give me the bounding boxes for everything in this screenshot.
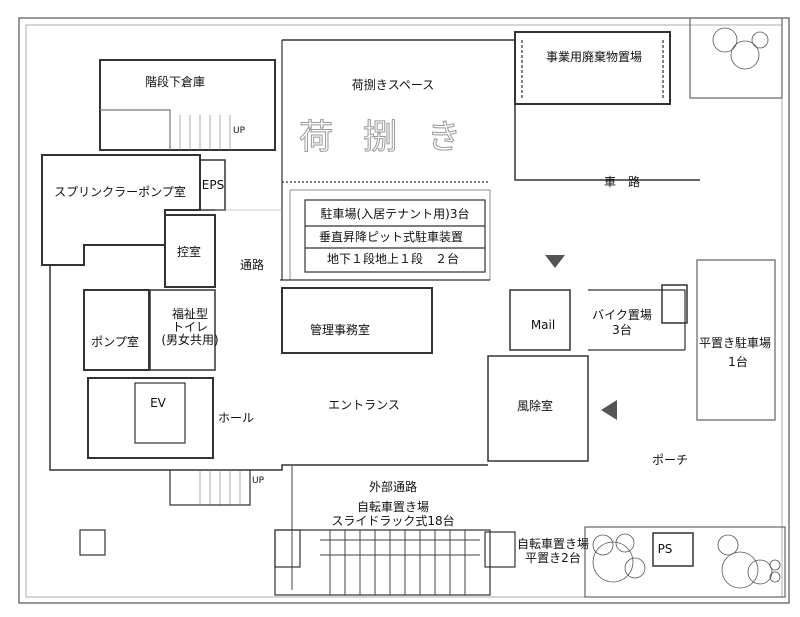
- loading-space-label: 荷捌きスペース: [351, 78, 435, 92]
- toilet-line3: (男女共用): [161, 333, 219, 347]
- waste-storage-label: 事業用廃棄物置場: [545, 50, 643, 64]
- hall-label: ホール: [217, 411, 255, 425]
- up-lower-label: UP: [251, 476, 265, 486]
- toilet-line2: トイレ: [171, 320, 209, 334]
- waiting-room-label: 控室: [176, 245, 202, 259]
- flat-parking-line1: 平置き駐車場: [698, 336, 772, 350]
- ps-label: PS: [657, 542, 673, 556]
- eps-label: EPS: [201, 178, 225, 192]
- toilet-line1: 福祉型: [171, 307, 209, 321]
- mail-label: Mail: [530, 318, 556, 332]
- entrance-label: エントランス: [328, 398, 400, 412]
- bicycle-rack-line2: スライドラック式18台: [331, 514, 455, 528]
- porch-label: ポーチ: [651, 453, 689, 467]
- bicycle-rack-line1: 自転車置き場: [356, 500, 430, 514]
- flat-parking-line2: 1台: [728, 355, 748, 369]
- stair-storage-label: 階段下倉庫: [144, 75, 206, 89]
- management-office-label: 管理事務室: [309, 323, 371, 337]
- pump-room-label: ポンプ室: [91, 335, 139, 349]
- parking-line2: 垂直昇降ピット式駐車装置: [318, 230, 464, 244]
- parking-line1: 駐車場(入居テナント用)3台: [320, 207, 470, 221]
- bike-storage-line2: 3台: [612, 323, 632, 337]
- driveway-label: 車路: [603, 175, 653, 189]
- windbreak-room-label: 風除室: [516, 399, 554, 413]
- ev-label: EV: [150, 396, 166, 410]
- outer-passage-label: 外部通路: [368, 480, 418, 494]
- sprinkler-pump-room-label: スプリンクラーポンプ室: [54, 185, 186, 199]
- parking-line3: 地下１段地上１段 ２台: [326, 252, 460, 266]
- loading-floor-marking: 荷捌き: [299, 117, 491, 158]
- up-upper-label: UP: [232, 126, 246, 136]
- bicycle-flat-line2: 平置き2台: [525, 551, 581, 565]
- bike-storage-line1: バイク置場: [592, 308, 652, 322]
- corridor-label: 通路: [239, 258, 265, 272]
- bicycle-flat-line1: 自転車置き場: [516, 537, 590, 551]
